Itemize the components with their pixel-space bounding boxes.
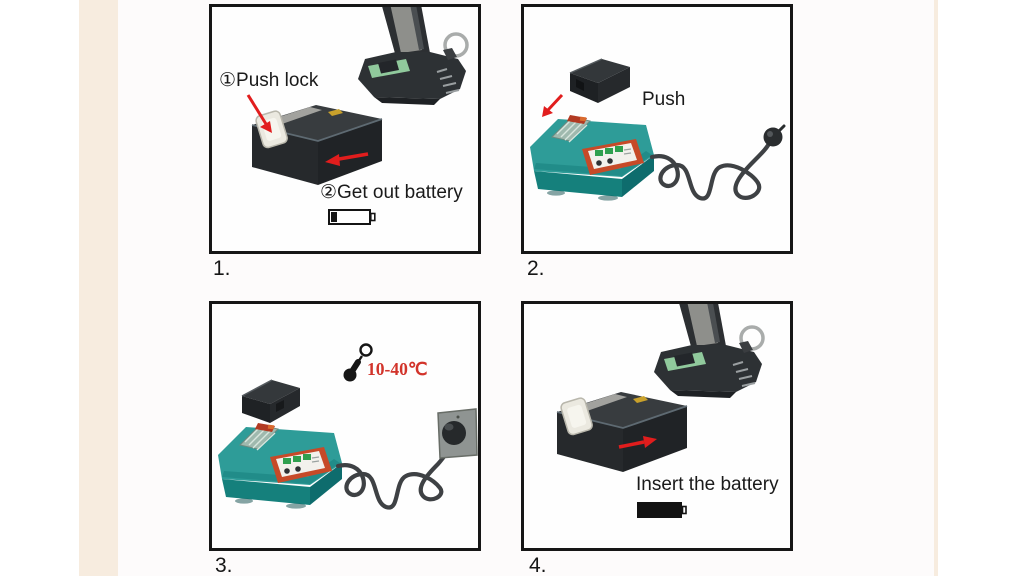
push-label: Push (642, 89, 686, 110)
power-tool-illustration (356, 7, 469, 107)
step-panel-4: Insert the battery (521, 301, 793, 551)
slide-left-arrow-icon (325, 152, 369, 166)
mounted-battery-illustration (241, 379, 300, 423)
power-cord (335, 441, 454, 510)
step-number-2: 2. (527, 257, 545, 280)
thermometer-icon (343, 343, 373, 382)
power-tool-illustration (652, 304, 765, 400)
battery-full-icon (637, 502, 687, 518)
temperature-label: 10-40℃ (367, 359, 428, 379)
step-panel-3: 10-40℃ (209, 301, 481, 551)
power-cord (649, 137, 774, 201)
get-out-battery-label: ②Get out battery (320, 182, 463, 203)
step-panel-1: ①Push lock ②Get out battery (209, 4, 481, 254)
push-down-arrow-icon (542, 93, 564, 117)
slide-right-arrow-icon (618, 436, 657, 449)
step1-illustration (246, 7, 469, 225)
pointer-arrow-icon (246, 94, 272, 133)
right-margin-stripe (934, 0, 938, 576)
power-plug (442, 421, 466, 445)
push-lock-label: ①Push lock (219, 70, 319, 91)
step3-illustration (217, 343, 478, 510)
step-number-3: 3. (215, 554, 233, 576)
step-panel-2: Push (521, 4, 793, 254)
charger-illustration (529, 114, 655, 202)
small-battery-illustration (569, 58, 630, 103)
insert-battery-label: Insert the battery (636, 474, 779, 495)
charger-illustration (217, 422, 343, 510)
step-number-4: 4. (529, 554, 547, 576)
battery-pack-illustration (556, 391, 688, 473)
left-margin-stripe (79, 0, 118, 576)
step4-illustration (556, 304, 765, 518)
power-plug (763, 124, 786, 147)
step2-illustration (529, 58, 786, 202)
step-number-1: 1. (213, 257, 231, 280)
battery-empty-icon (328, 209, 376, 225)
battery-pack-illustration (251, 104, 383, 186)
